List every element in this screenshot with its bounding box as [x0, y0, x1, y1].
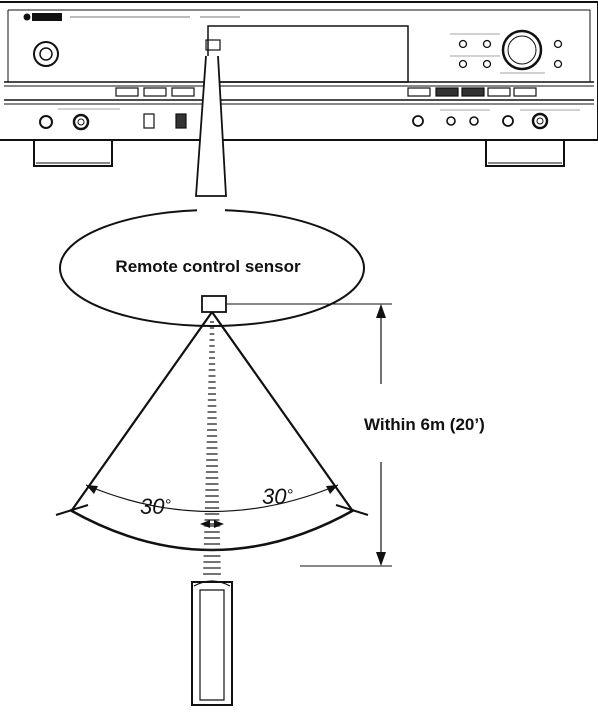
sensor-box — [201, 295, 227, 313]
remote-control — [191, 580, 233, 706]
control-knobs — [450, 33, 563, 69]
distance-dimension — [226, 303, 392, 567]
sensor-label: Remote control sensor — [115, 257, 301, 276]
receiver-unit — [0, 1, 598, 167]
main-dial — [500, 29, 545, 74]
angle-right-label: 30° — [262, 484, 293, 509]
sensor-callout: Remote control sensor — [59, 55, 365, 327]
center-axis — [203, 321, 221, 575]
power-button — [33, 41, 59, 67]
display-window — [207, 25, 409, 83]
angle-left-label: 30° — [140, 494, 171, 519]
distance-label: Within 6m (20’) — [364, 415, 485, 434]
sensor-window — [205, 39, 221, 51]
device-feet — [33, 140, 565, 167]
angle-arrows — [86, 485, 338, 528]
front-jacks — [39, 108, 580, 131]
yamaha-logo — [23, 13, 62, 21]
button-row — [115, 87, 537, 97]
